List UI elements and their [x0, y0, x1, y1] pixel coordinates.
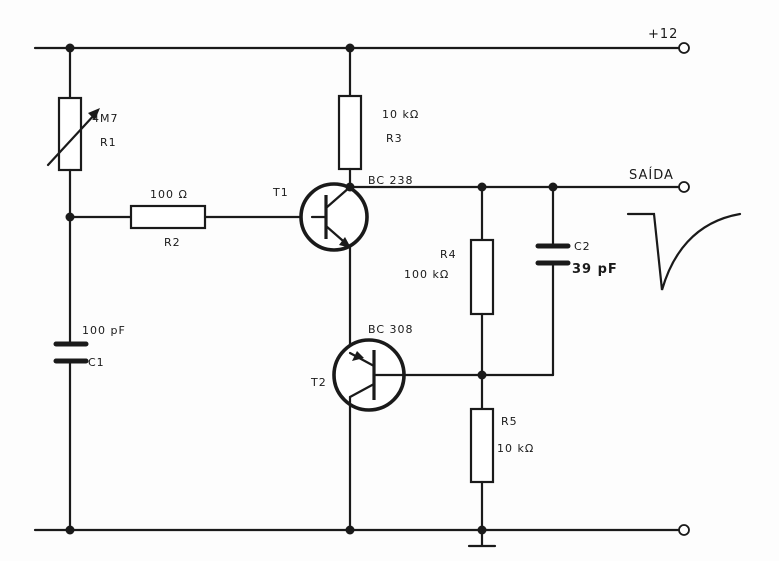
junction-dot: [477, 370, 487, 380]
c1-ref: C1: [88, 356, 105, 369]
r5-value: 10 kΩ: [497, 442, 534, 455]
r3-ref: R3: [386, 132, 403, 145]
transistor-t1[interactable]: [299, 182, 369, 252]
resistor-r2[interactable]: [129, 204, 207, 230]
junction-dot: [65, 43, 75, 53]
junction-dot: [345, 525, 355, 535]
resistor-r3[interactable]: [337, 94, 363, 171]
transistor-t2[interactable]: [332, 338, 406, 412]
output-label: SAÍDA: [629, 167, 674, 183]
ground-terminal[interactable]: [678, 524, 690, 536]
r1-ref: R1: [100, 136, 117, 149]
supply-label: +12: [648, 27, 678, 42]
r1-arrow-head: [88, 108, 100, 120]
r5-ref: R5: [501, 415, 518, 428]
junction-dot: [345, 182, 355, 192]
junction-dot: [548, 182, 558, 192]
junction-dot: [477, 182, 487, 192]
resistor-r5[interactable]: [469, 407, 495, 484]
junction-dot: [345, 43, 355, 53]
supply-terminal[interactable]: [678, 42, 690, 54]
r3-value: 10 kΩ: [382, 108, 419, 121]
t2-part: BC 308: [368, 323, 414, 336]
junction-dot: [65, 212, 75, 222]
t1-part: BC 238: [368, 174, 414, 187]
r1-adjust-arrow: [46, 111, 98, 167]
r4-ref: R4: [440, 248, 457, 261]
resistor-r4[interactable]: [469, 238, 495, 316]
junction-dot: [477, 525, 487, 535]
output-waveform: [626, 212, 742, 291]
output-terminal[interactable]: [678, 181, 690, 193]
junction-dot: [65, 525, 75, 535]
c2-ref: C2: [574, 240, 591, 253]
t1-ref: T1: [272, 186, 289, 199]
r2-value: 100 Ω: [150, 188, 188, 201]
r2-ref: R2: [164, 236, 181, 249]
r1-value: 4M7: [92, 112, 119, 125]
c2-value: 39 pF: [572, 262, 618, 277]
c1-value: 100 pF: [82, 324, 126, 337]
r4-value: 100 kΩ: [404, 268, 449, 281]
t2-ref: T2: [310, 376, 327, 389]
